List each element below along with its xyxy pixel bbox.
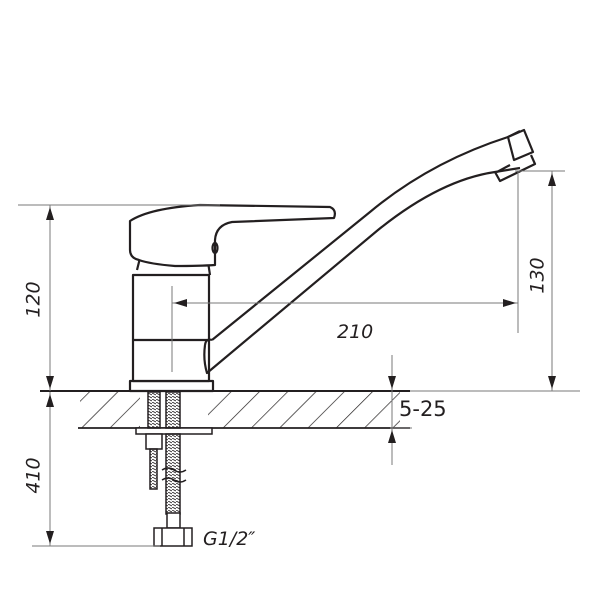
dimension-label-120: 120 (22, 281, 45, 318)
countertop (40, 390, 410, 429)
dimension-label-130: 130 (526, 257, 549, 294)
connection-label: G1/2″ (203, 528, 256, 550)
dimension-label-210: 210 (337, 321, 374, 343)
dimension-label-5-25: 5-25 (399, 397, 447, 421)
dimension-label-410: 410 (22, 457, 45, 494)
mounting-hardware (135, 391, 213, 547)
faucet-body (128, 128, 537, 393)
dimension-lines (18, 170, 580, 547)
